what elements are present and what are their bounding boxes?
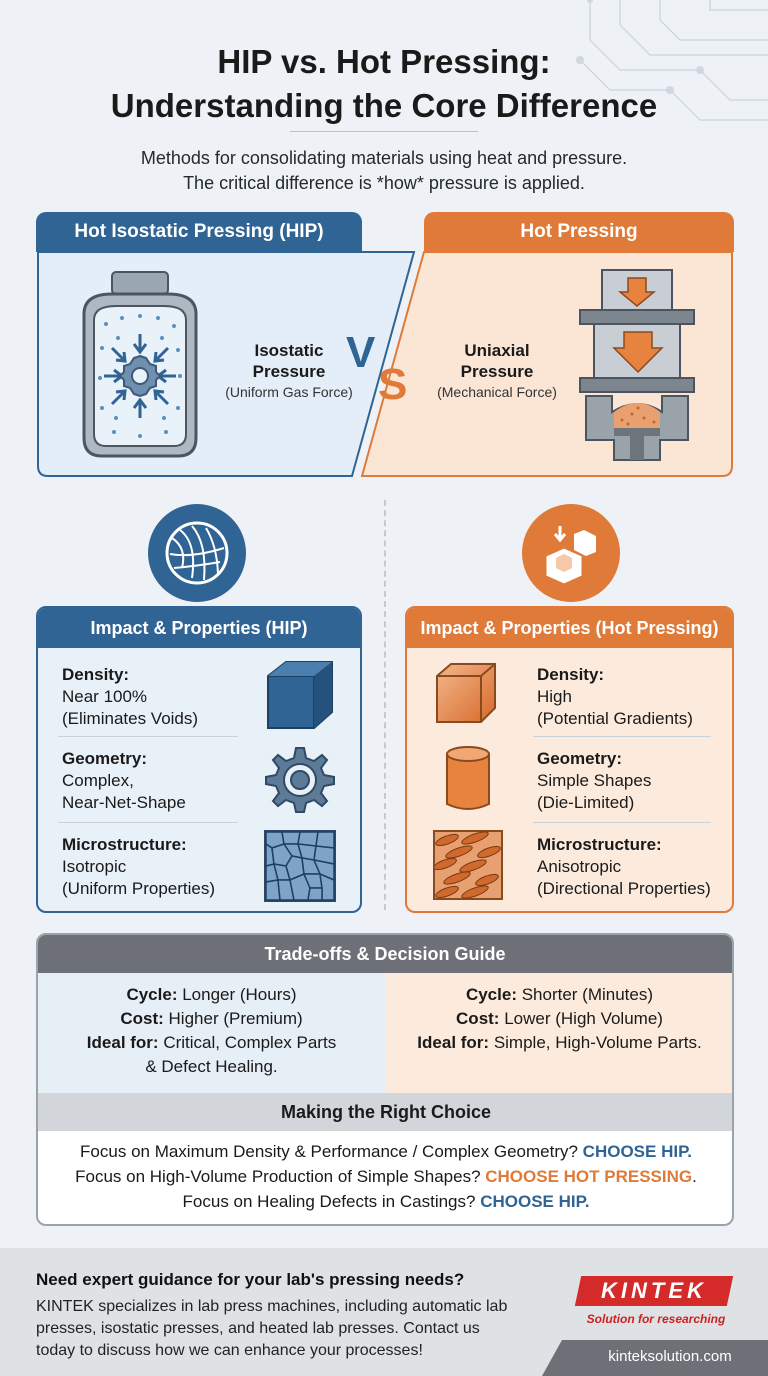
hot-pressing-header: Hot Pressing bbox=[424, 212, 734, 252]
hot-press-icon bbox=[579, 269, 695, 461]
hip-density-item: Density: Near 100% (Eliminates Voids) bbox=[62, 665, 199, 728]
impact-card-hip: Impact & Properties (HIP) Density: Near … bbox=[36, 606, 362, 913]
choice-lines: Focus on Maximum Density & Performance /… bbox=[75, 1142, 697, 1211]
uniaxial-pressure-label: Uniaxial Pressure (Mechanical Force) bbox=[437, 341, 557, 400]
dense-cube-icon bbox=[267, 661, 333, 729]
hot-density-item: Density: High (Potential Gradients) bbox=[537, 665, 693, 728]
choice-header: Making the Right Choice bbox=[38, 1093, 732, 1131]
tradeoffs-hip-column: Cycle: Longer (Hours) Cost: Higher (Prem… bbox=[38, 973, 385, 1093]
hip-vessel-icon bbox=[82, 271, 198, 458]
gear-icon bbox=[265, 747, 335, 813]
impact-hip-header: Impact & Properties (HIP) bbox=[38, 608, 360, 648]
tradeoffs-hot-column: Cycle: Shorter (Minutes) Cost: Lower (Hi… bbox=[385, 973, 732, 1093]
title-line-2: Understanding the Core Difference bbox=[110, 87, 658, 124]
website-banner bbox=[542, 1340, 768, 1376]
hot-separator-2 bbox=[533, 822, 711, 823]
footer: Need expert guidance for your lab's pres… bbox=[0, 1248, 768, 1376]
die-block-icon bbox=[545, 526, 596, 585]
logo-tagline: Solution for researching bbox=[586, 1312, 726, 1326]
logo-text: KINTEK bbox=[601, 1278, 707, 1303]
tradeoffs-header: Trade-offs & Decision Guide bbox=[38, 935, 732, 973]
cta-title: Need expert guidance for your lab's pres… bbox=[36, 1270, 465, 1289]
hip-geometry-item: Geometry: Complex, Near-Net-Shape bbox=[62, 749, 186, 812]
circuit-decoration bbox=[576, 0, 768, 121]
cta-body: KINTEK specializes in lab press machines… bbox=[36, 1298, 508, 1359]
center-divider bbox=[384, 500, 386, 910]
vs-s-letter: S bbox=[378, 360, 408, 409]
page-title: HIP vs. Hot Pressing: Understanding the … bbox=[0, 40, 768, 128]
website-link[interactable]: kinteksolution.com bbox=[608, 1348, 732, 1365]
page-subtitle: Methods for consolidating materials usin… bbox=[0, 146, 768, 196]
anisotropic-grain-icon bbox=[433, 830, 503, 900]
impact-card-hot-pressing: Impact & Properties (Hot Pressing) Densi… bbox=[405, 606, 734, 913]
tradeoffs-section: Trade-offs & Decision Guide Cycle: Longe… bbox=[36, 933, 734, 1226]
cylinder-icon bbox=[446, 746, 490, 810]
hip-header: Hot Isostatic Pressing (HIP) bbox=[36, 212, 362, 252]
hot-geometry-item: Geometry: Simple Shapes (Die-Limited) bbox=[537, 749, 652, 812]
gradient-cube-icon bbox=[436, 663, 496, 723]
grain-icon bbox=[165, 521, 229, 585]
hot-microstructure-item: Microstructure: Anisotropic (Directional… bbox=[537, 835, 711, 898]
die-shape-circle-icon bbox=[522, 504, 620, 602]
hip-separator-2 bbox=[58, 822, 238, 823]
subtitle-line-1: Methods for consolidating materials usin… bbox=[140, 148, 628, 168]
title-divider bbox=[290, 131, 478, 132]
kintek-logo[interactable]: KINTEK bbox=[574, 1276, 734, 1306]
hot-separator-1 bbox=[533, 736, 711, 737]
hip-microstructure-item: Microstructure: Isotropic (Uniform Prope… bbox=[62, 835, 216, 898]
subtitle-line-2: The critical difference is *how* pressur… bbox=[183, 173, 585, 193]
isostatic-pressure-label: Isostatic Pressure (Uniform Gas Force) bbox=[225, 341, 353, 400]
title-line-1: HIP vs. Hot Pressing: bbox=[217, 43, 551, 80]
hip-separator-1 bbox=[58, 736, 238, 737]
microstructure-circle-icon bbox=[148, 504, 246, 602]
vs-v-letter: V bbox=[346, 328, 376, 377]
isotropic-grain-icon bbox=[264, 830, 336, 902]
impact-hot-header: Impact & Properties (Hot Pressing) bbox=[407, 608, 732, 648]
